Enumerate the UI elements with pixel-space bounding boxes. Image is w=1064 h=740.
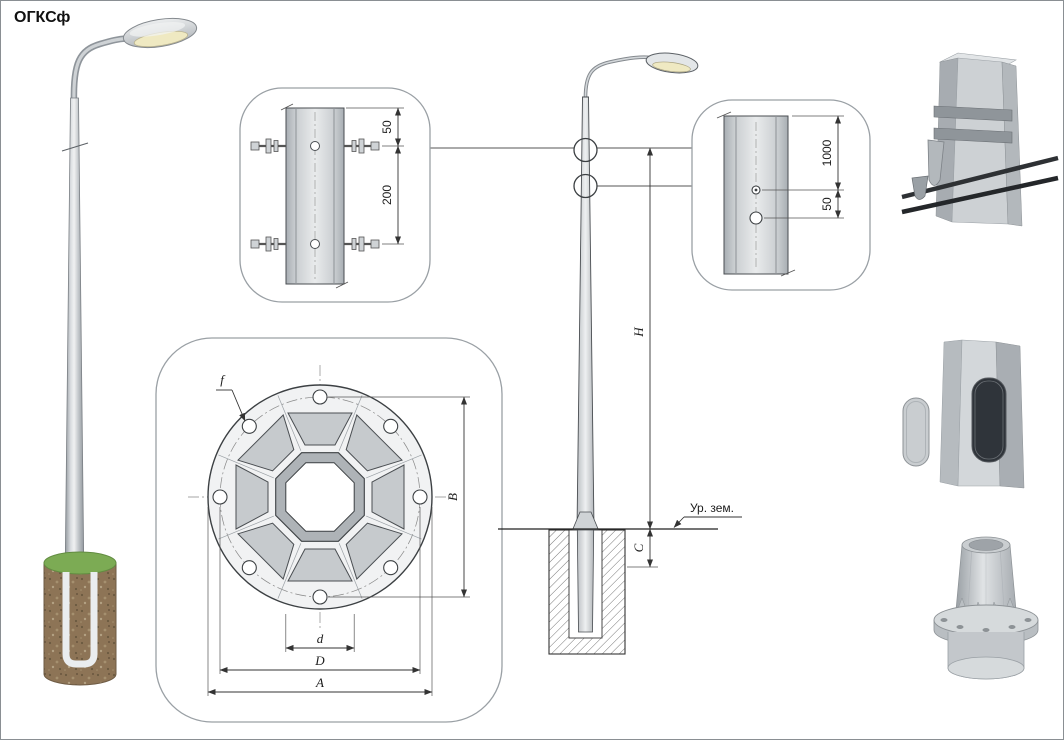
- pole-3d-render: [43, 17, 198, 686]
- base-flange-render: [933, 536, 1039, 680]
- dim-label-C: C: [631, 543, 646, 552]
- pole-break-mark: [61, 142, 89, 152]
- anchor-cable-2: [901, 175, 1059, 215]
- luminaire-elevation: [645, 52, 699, 74]
- dim-label-200: 200: [380, 185, 394, 205]
- bolt-holes: [212, 389, 428, 605]
- clamp-assembly-render: [901, 52, 1059, 227]
- clamp-bolt-bottom: [250, 236, 380, 252]
- detail-marker-top: [573, 137, 598, 163]
- dim-label-B: B: [445, 493, 460, 501]
- luminaire-3d: [122, 17, 198, 49]
- pole-inner-hole: [285, 462, 355, 532]
- dim-label-50: 50: [380, 120, 394, 134]
- door-cover: [902, 397, 930, 467]
- ground-label: Ур. зем.: [690, 501, 734, 515]
- anchor-cable-1: [901, 155, 1059, 200]
- base-flare: [571, 511, 600, 531]
- dim-label-H: H: [631, 327, 646, 338]
- pole-elevation-drawing: Ур. зем. H C: [498, 52, 742, 655]
- dim-label-A: A: [315, 675, 324, 690]
- anchor-sleeve: [62, 572, 98, 668]
- wedge-clamp: [927, 139, 945, 186]
- detail-callout-flange: f B d D A: [155, 337, 503, 723]
- detail-callout-bracket: 50 200: [239, 87, 431, 303]
- f-leader: [231, 389, 246, 422]
- flange-bolt-holes: [940, 618, 1032, 632]
- figure-title: ОГКСф: [14, 9, 70, 26]
- shell-opening: [968, 539, 1004, 551]
- band-clamp-bottom: [933, 127, 1013, 144]
- pole-embedded: [576, 528, 595, 633]
- dim-label-1000: 1000: [820, 139, 834, 166]
- wedge-clamp-2: [911, 175, 929, 200]
- access-door-render: [902, 339, 1025, 489]
- foundation-3d: [43, 551, 117, 686]
- cable-hole: [749, 211, 763, 225]
- hole: [310, 239, 320, 249]
- plate-joints: [218, 395, 422, 599]
- detail-callout-cable: 1000 50: [691, 99, 871, 291]
- dim-label-d: d: [317, 631, 324, 646]
- dim-label-f: f: [220, 372, 226, 387]
- band-clamp-top: [933, 105, 1013, 122]
- dim-label-D: D: [314, 653, 325, 668]
- detail-marker-bottom: [573, 173, 598, 199]
- hole: [310, 141, 320, 151]
- clamp-bolt-top: [250, 138, 380, 154]
- dim-label-50: 50: [820, 197, 834, 211]
- grass-top: [43, 551, 117, 575]
- ground-arrow: [673, 516, 685, 528]
- foundation-body: [43, 562, 117, 686]
- gussets: [235, 412, 405, 582]
- door-opening: [971, 377, 1007, 463]
